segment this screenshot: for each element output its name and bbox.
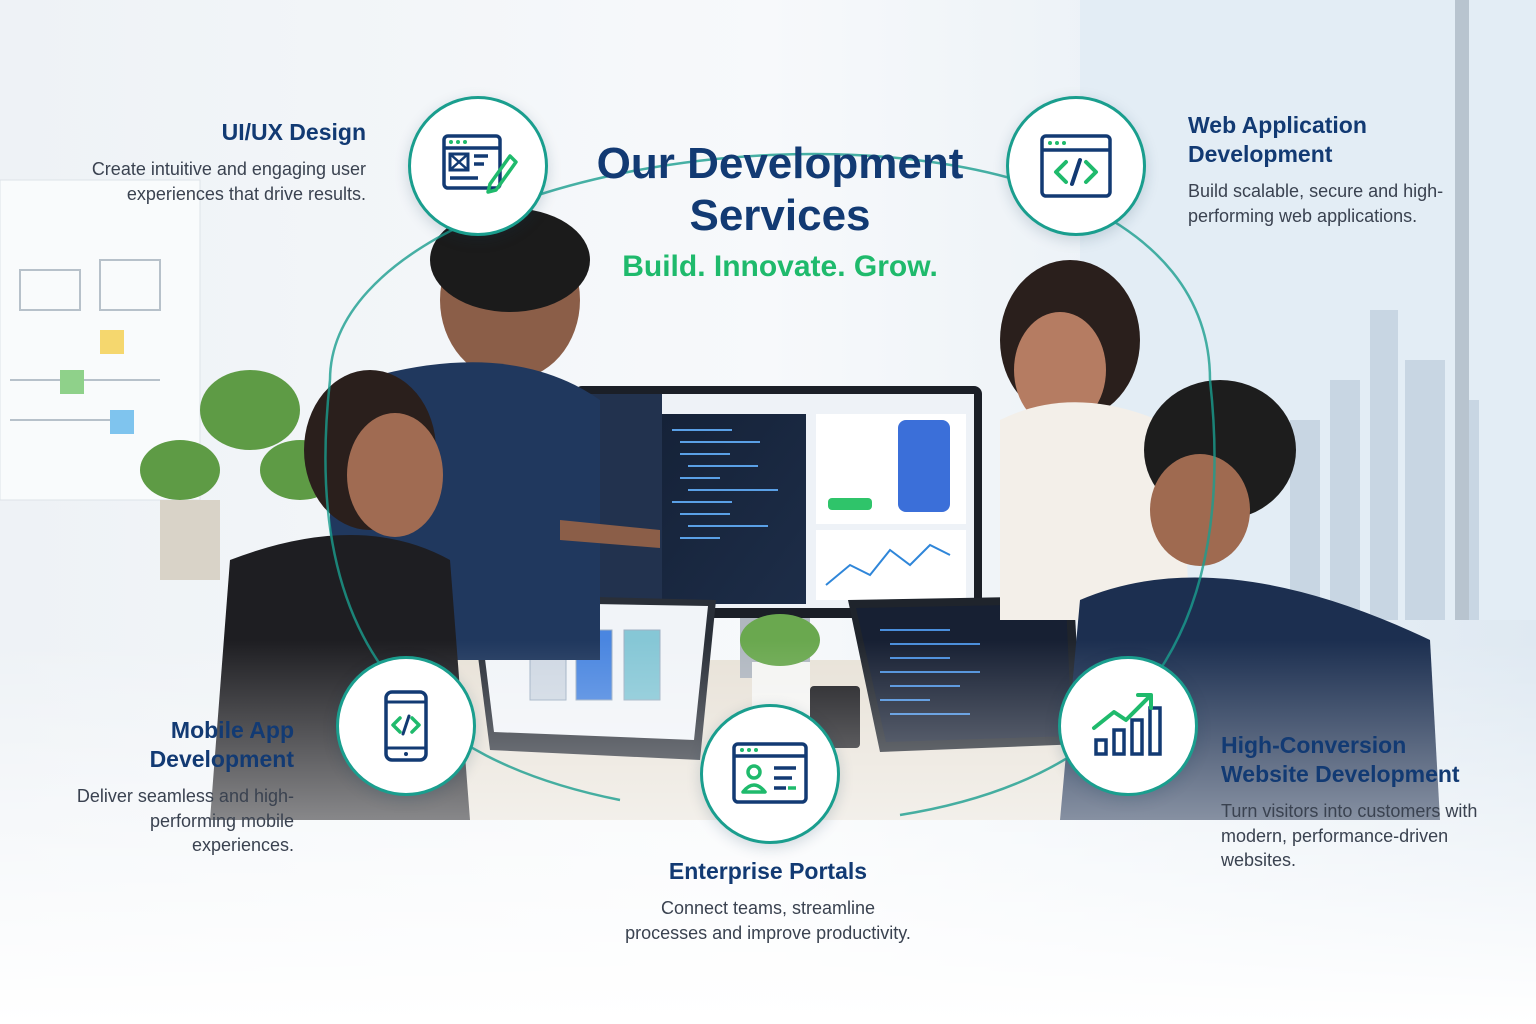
portal-profile-icon: [732, 742, 808, 804]
service-description: Connect teams, streamline processes and …: [625, 898, 911, 943]
service-description: Create intuitive and engaging user exper…: [91, 159, 366, 204]
ui-design-icon: [442, 134, 518, 194]
service-description: Build scalable, secure and high-performi…: [1188, 181, 1444, 226]
service-title: Web Application Development: [1188, 112, 1367, 167]
service-high-conversion: High-Conversion Website Development Turn…: [1221, 731, 1491, 873]
conversion-website-badge: [1058, 656, 1198, 796]
service-ui-ux: UI/UX Design Create intuitive and engagi…: [66, 118, 366, 206]
enterprise-portal-badge: [700, 704, 840, 844]
service-title: Enterprise Portals: [668, 858, 868, 884]
web-app-badge: [1006, 96, 1146, 236]
service-mobile-app: Mobile App Development Deliver seamless …: [64, 716, 294, 858]
growth-chart-icon: [1092, 693, 1162, 756]
mobile-app-badge: [336, 656, 476, 796]
hero-heading: Our Development Services Build. Innovate…: [560, 138, 1000, 284]
service-title: High-Conversion Website Development: [1221, 732, 1460, 787]
service-title: UI/UX Design: [221, 119, 366, 145]
tagline: Build. Innovate. Grow.: [622, 250, 938, 283]
page-title: Our Development Services: [596, 139, 964, 240]
code-window-icon: [1040, 134, 1112, 198]
ui-design-badge: [408, 96, 548, 236]
service-web-application: Web Application Development Build scalab…: [1188, 111, 1448, 228]
service-title: Mobile App Development: [149, 717, 294, 772]
mobile-code-icon: [384, 690, 428, 762]
service-enterprise-portals: Enterprise Portals Connect teams, stream…: [618, 857, 918, 945]
service-description: Deliver seamless and high-performing mob…: [76, 786, 294, 855]
service-description: Turn visitors into customers with modern…: [1221, 801, 1478, 870]
